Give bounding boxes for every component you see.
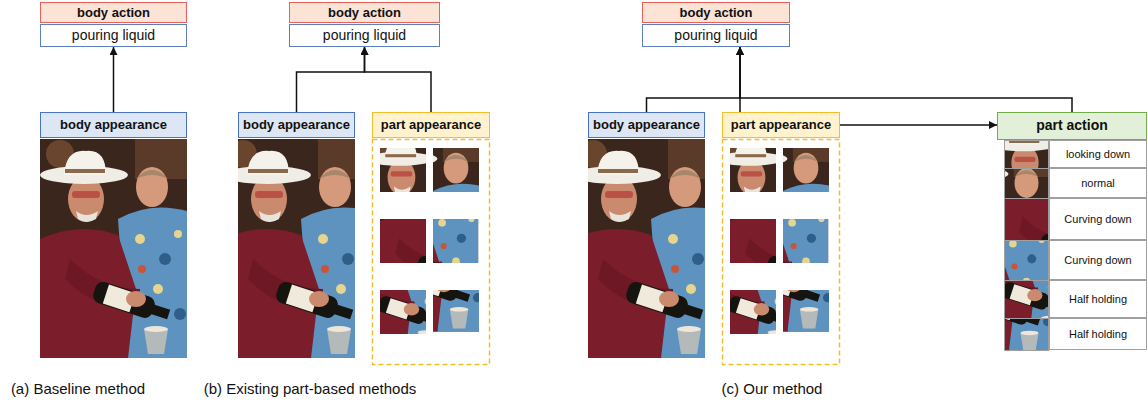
table-grid: [1005, 141, 1049, 351]
panel-caption: (a) Baseline method: [11, 380, 145, 397]
illustration-part: [1005, 281, 1049, 319]
appearance-box: body appearance: [40, 112, 187, 138]
cell-label: Curving down: [1049, 240, 1147, 280]
part-action-box: part actionlooking downnormalCurving dow…: [997, 112, 1147, 140]
box-heading: body appearance: [40, 112, 187, 138]
connector-arrow: [365, 47, 432, 112]
table-cell: Half holding: [1049, 318, 1147, 350]
illustration-part: [1005, 241, 1049, 281]
part-thumbnail: [943, 190, 1053, 354]
illustration-part: [370, 163, 483, 332]
box-heading: body action: [289, 2, 440, 23]
part-thumbnail: [720, 163, 833, 332]
illustration-part: [1005, 319, 1049, 351]
table-cell: Curving down: [1049, 240, 1147, 280]
action-label: pouring liquid: [40, 24, 187, 47]
illustration-part: [720, 163, 833, 332]
panel-caption: (b) Existing part-based methods: [204, 380, 417, 397]
table-cell: normal: [1049, 168, 1147, 198]
part-thumbnail: [370, 131, 483, 300]
appearance-box: body appearance: [238, 112, 355, 138]
illustration-part: [1005, 199, 1049, 241]
box-heading: part appearance: [372, 112, 490, 138]
part-thumbnail: [370, 163, 483, 332]
box-heading: part appearance: [722, 112, 840, 138]
cell-label: Half holding: [1049, 318, 1147, 350]
cell-label: looking down: [1049, 140, 1147, 168]
cell-label: Half holding: [1049, 280, 1147, 318]
table-cell: Half holding: [1049, 280, 1147, 318]
connector-arrow: [647, 47, 741, 112]
illustration-part: [943, 190, 1053, 354]
box-heading: body appearance: [238, 112, 355, 138]
box-heading: body appearance: [588, 112, 705, 138]
action-box: body actionpouring liquid: [289, 2, 440, 47]
box-heading: body action: [642, 2, 790, 23]
illustration-part: [715, 146, 828, 315]
illustration-part: [365, 146, 478, 315]
illustration-part: [573, 139, 720, 358]
part-thumbnail: [365, 146, 478, 315]
connector-arrow: [840, 124, 997, 126]
connector-arrow: [297, 47, 365, 112]
action-label: pouring liquid: [642, 24, 790, 47]
illustration-part: [1005, 141, 1049, 169]
panel-caption: (c) Our method: [722, 380, 823, 397]
action-box: body actionpouring liquid: [642, 2, 790, 47]
action-box: body actionpouring liquid: [40, 2, 187, 47]
box-heading: body action: [40, 2, 187, 23]
appearance-box: body appearance: [588, 112, 705, 138]
illustration-part: [370, 131, 483, 300]
connector-arrow: [113, 47, 115, 112]
action-label: pouring liquid: [289, 24, 440, 47]
illustration-part: [223, 139, 370, 358]
person-photo: [40, 139, 187, 358]
cell-label: Curving down: [1049, 198, 1147, 240]
illustration-part: [720, 131, 833, 300]
table-cell: Curving down: [1049, 198, 1147, 240]
appearance-box: part appearance: [372, 112, 490, 138]
part-thumbnail: [720, 131, 833, 300]
illustration-part: [1005, 169, 1049, 199]
appearance-box: part appearance: [722, 112, 840, 138]
part-thumbnail: [715, 146, 828, 315]
table-cell: looking down: [1049, 140, 1147, 168]
connector-arrow: [740, 47, 1072, 112]
cell-label: normal: [1049, 168, 1147, 198]
box-heading: part action: [997, 112, 1147, 140]
person-photo: [573, 139, 720, 358]
person-photo: [223, 139, 370, 358]
